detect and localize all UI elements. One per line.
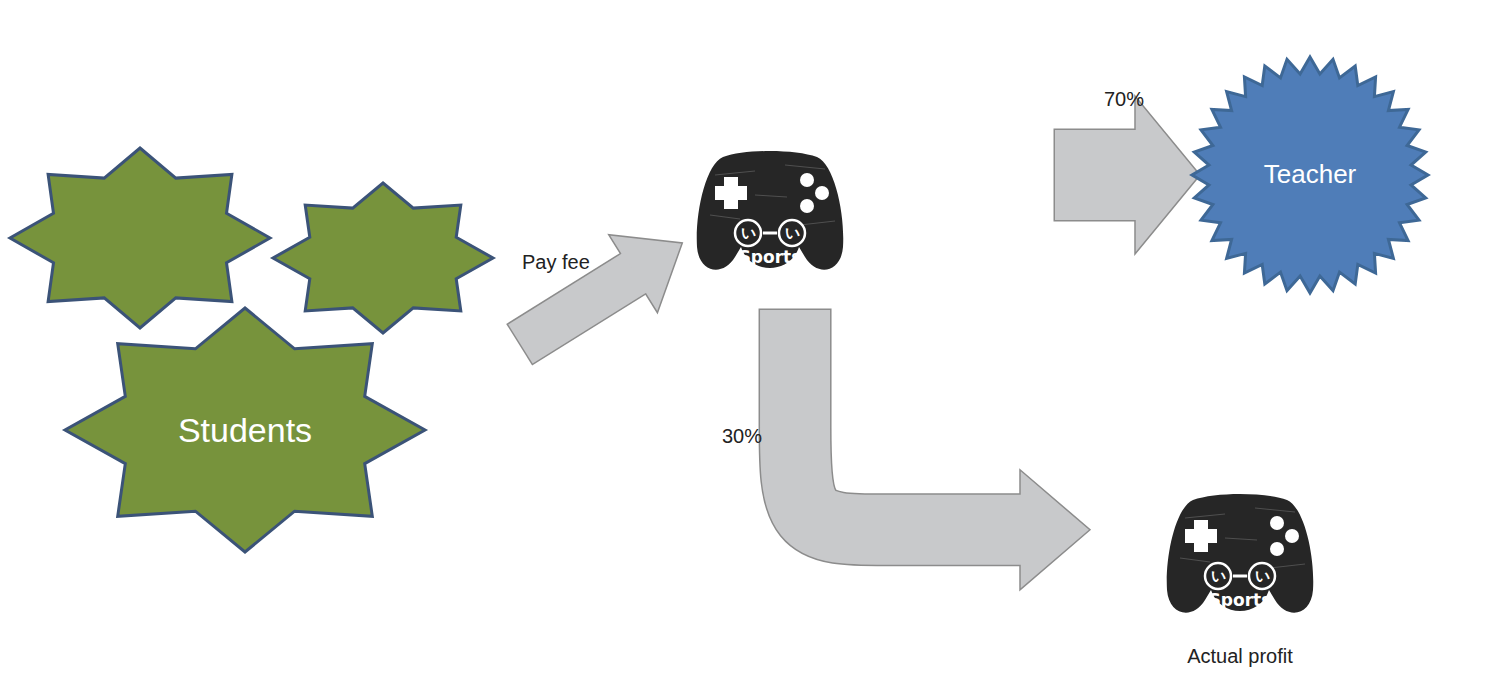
students-group: Students (5, 145, 495, 555)
stick-symbol (1249, 563, 1275, 589)
button-symbol (1270, 542, 1284, 556)
button-symbol (800, 173, 814, 187)
dpad-symbol (715, 186, 747, 200)
dpad-symbol (1185, 529, 1217, 543)
logo-wordmark: Sports (710, 247, 830, 267)
edge-label: 70% (1104, 87, 1144, 111)
button-symbol (800, 199, 814, 213)
sports-logo: いいSportsActual profit (1165, 478, 1315, 623)
logo-glyph: い (735, 224, 761, 242)
node-caption: Actual profit (1140, 644, 1340, 668)
button-symbol (1270, 516, 1284, 530)
gamepad-scratches (710, 165, 835, 225)
logo-glyph: い (1205, 567, 1231, 585)
node-outline (5, 145, 495, 555)
teacher-burst: Teacher (1190, 55, 1430, 295)
arrow-body (1055, 130, 1137, 220)
starburst-shape (1192, 57, 1428, 293)
button-symbol (815, 186, 829, 200)
gamepad-body (1167, 494, 1314, 613)
star-shape (10, 148, 270, 328)
stick-symbol (1205, 563, 1231, 589)
edge-label: Pay fee (522, 250, 590, 274)
edge-label: 30% (722, 424, 762, 448)
sports-logo: いい Sports (695, 135, 845, 280)
gamepad-body (697, 151, 844, 270)
block-arrow (1054, 96, 1201, 254)
arrow-head (1020, 470, 1090, 590)
arrow-body (795, 310, 1022, 530)
logo-dash (763, 232, 777, 235)
star-shape (65, 308, 425, 552)
star-shape (273, 183, 493, 333)
gamepad-scratches (1180, 508, 1305, 568)
logo-wordmark: Sports (1180, 590, 1300, 610)
logo-glyph: い (779, 224, 805, 242)
stick-symbol (735, 220, 761, 246)
block-arrow (519, 235, 682, 345)
node-label: Teacher (1210, 159, 1410, 190)
stick-symbol (779, 220, 805, 246)
logo-glyph: い (1249, 567, 1275, 585)
node-label: Students (95, 410, 395, 451)
block-arrow (795, 309, 1090, 590)
logo-dash (1233, 575, 1247, 578)
button-symbol (1285, 529, 1299, 543)
arrow-body (520, 273, 634, 344)
